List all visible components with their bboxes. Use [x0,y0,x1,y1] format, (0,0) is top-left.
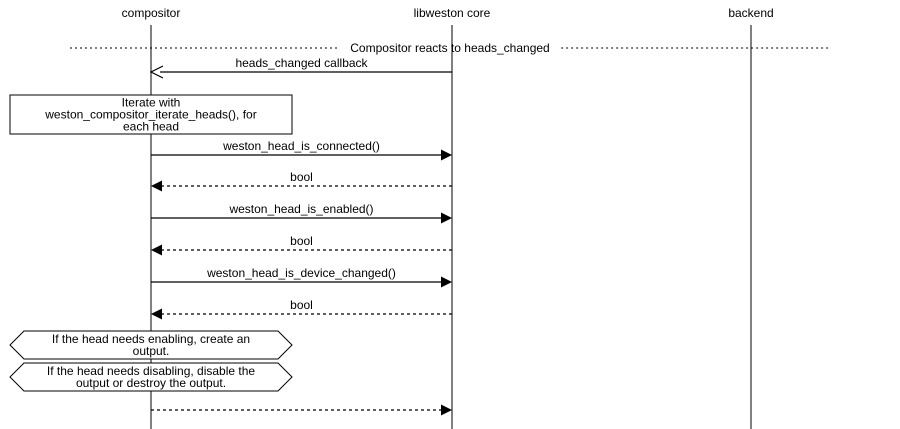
message-1: weston_head_is_connected() [151,139,452,161]
message-2: bool [151,170,452,192]
message-0: heads_changed callback [149,56,452,79]
note-iterate-note: Iterate withweston_compositor_iterate_he… [9,94,293,135]
message-label-0: heads_changed callback [235,56,368,70]
fragment-line-1: output. [133,344,170,358]
message-4: bool [151,234,452,256]
arrowhead-5 [441,276,452,288]
messages-group: heads_changed callback weston_head_is_con… [149,56,452,416]
message-6: bool [151,298,452,320]
fragment-shape-enable-head-fragment [9,330,293,360]
fragment-line-0: If the head needs enabling, create an [52,332,250,346]
message-label-4: bool [290,234,313,248]
fragment-line-1: output or destroy the output. [76,376,226,390]
fragment-disable-head-fragment: If the head needs disabling, disable the… [9,362,293,392]
arrowhead-3 [441,212,452,224]
lifelines-group: compositor libweston core backend [122,6,774,429]
message-label-3: weston_head_is_enabled() [228,202,373,216]
fragment-shape-disable-head-fragment [9,362,293,392]
fragment-line-0: If the head needs disabling, disable the [47,364,255,378]
lifeline-header-backend: backend [728,6,773,20]
message-label-1: weston_head_is_connected() [222,139,380,153]
arrowhead-1 [441,149,452,161]
separator-divider: Compositor reacts to heads_changed [70,41,830,55]
fragment-enable-head-fragment: If the head needs enabling, create anout… [9,330,293,360]
note-line-0: Iterate with [122,96,181,110]
lifeline-header-compositor: compositor [122,6,181,20]
lifeline-header-libweston-core: libweston core [414,6,491,20]
arrowhead-0 [149,65,164,79]
fragments-group: If the head needs enabling, create anout… [9,330,293,392]
message-label-2: bool [290,170,313,184]
notes-group: Iterate withweston_compositor_iterate_he… [9,94,293,135]
message-label-6: bool [290,298,313,312]
arrowhead-6 [151,308,162,320]
separator-label: Compositor reacts to heads_changed [350,41,549,55]
arrowhead-4 [151,244,162,256]
message-7 [151,404,452,416]
arrowhead-2 [151,180,162,192]
note-box-iterate-note [9,94,293,135]
message-label-5: weston_head_is_device_changed() [206,266,396,280]
note-line-1: weston_compositor_iterate_heads(), for [44,108,256,122]
message-5: weston_head_is_device_changed() [151,266,452,288]
message-3: weston_head_is_enabled() [151,202,452,224]
note-line-2: each head [123,120,179,134]
arrowhead-7 [441,404,452,416]
